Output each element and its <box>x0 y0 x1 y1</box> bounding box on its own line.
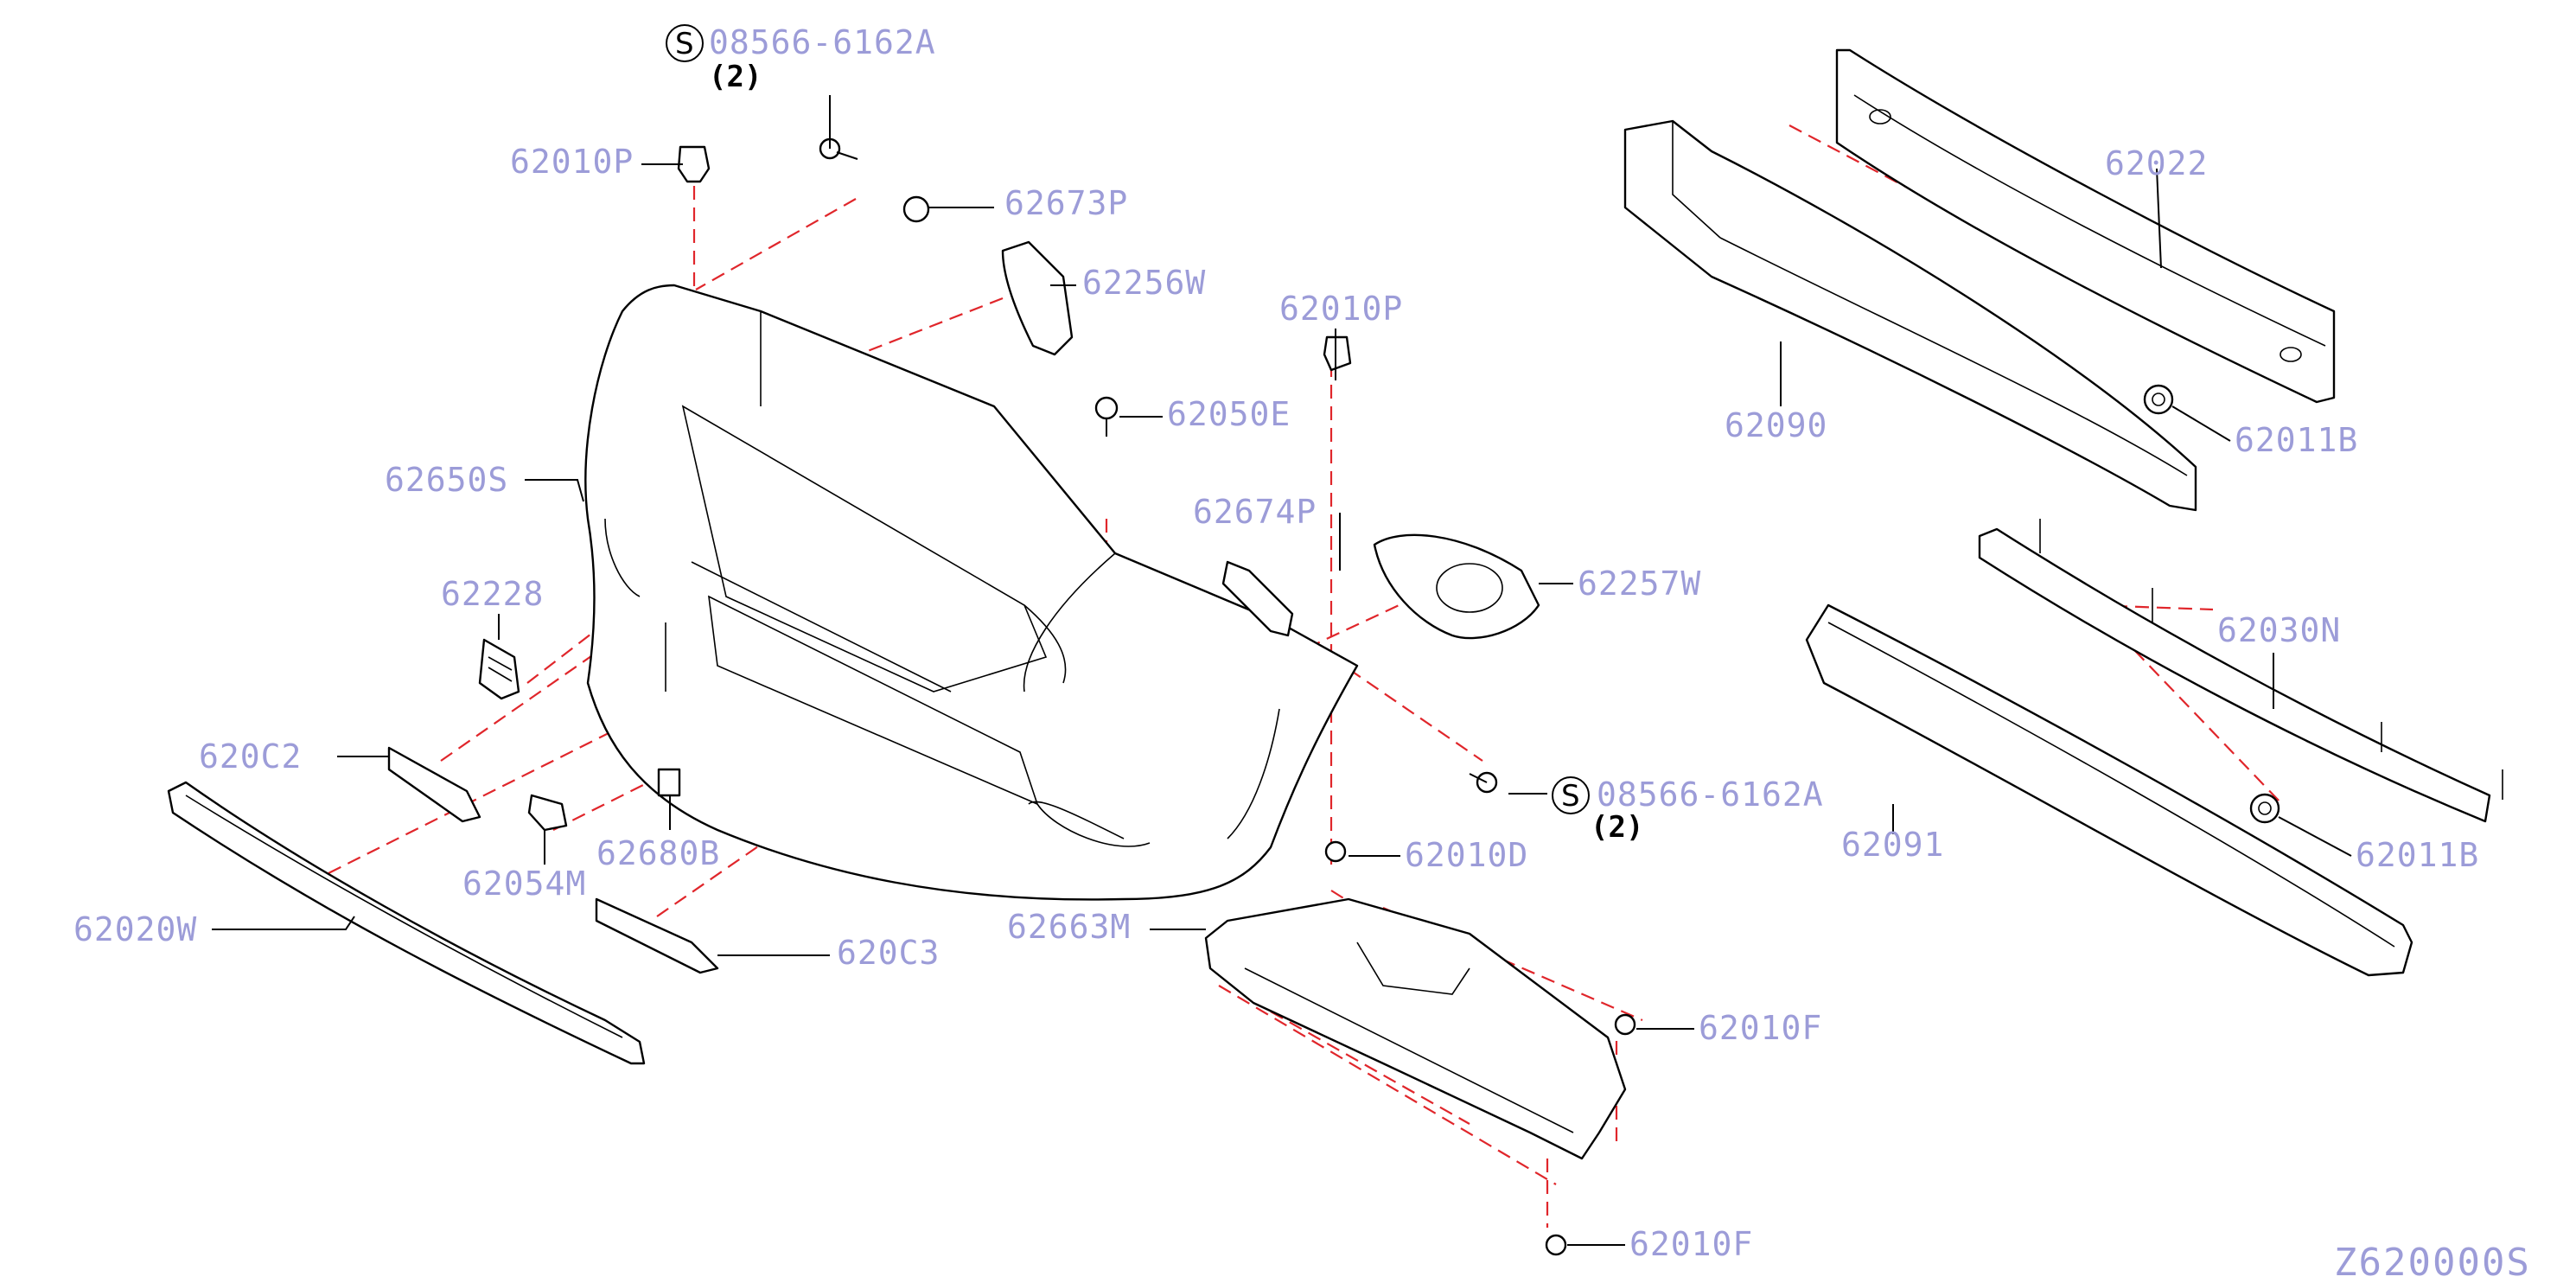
screw-08566-mid <box>1469 771 1498 794</box>
clip-62673P <box>902 195 930 223</box>
label-620C2: 620C2 <box>199 737 302 776</box>
front-bumper-fascia <box>584 284 1359 901</box>
bracket-620C2 <box>387 746 481 823</box>
screw-62010F-b <box>1545 1234 1567 1256</box>
screw-62010D <box>1324 840 1347 863</box>
under-cover <box>1204 897 1627 1160</box>
qty-08566-top: (2) <box>709 60 762 94</box>
label-62010F-b: 62010F <box>1629 1225 1753 1263</box>
label-62256W: 62256W <box>1082 264 1206 302</box>
label-620C3: 620C3 <box>837 934 940 972</box>
bracket-620C3 <box>595 897 719 974</box>
nut-62011B-a <box>2143 384 2174 415</box>
label-62010F-a: 62010F <box>1699 1009 1822 1047</box>
label-62054M: 62054M <box>462 865 586 903</box>
label-08566-mid: 08566-6162A <box>1597 776 1824 814</box>
bumper-molding-strip <box>167 781 646 1065</box>
s-symbol-icon <box>666 24 704 62</box>
label-62010D: 62010D <box>1405 836 1528 874</box>
bumper-reinforcement <box>1835 48 2336 404</box>
energy-absorber <box>1623 119 2197 512</box>
clip-62010P-top <box>677 145 711 183</box>
s-symbol-top: S <box>675 27 694 61</box>
label-62650S: 62650S <box>385 461 508 499</box>
label-62091: 62091 <box>1841 826 1944 864</box>
label-62257W: 62257W <box>1578 565 1701 603</box>
s-symbol-icon <box>1552 776 1590 814</box>
clip-62050E <box>1094 396 1119 437</box>
label-62022: 62022 <box>2105 144 2208 182</box>
label-62030N: 62030N <box>2217 611 2341 649</box>
label-62011B-a: 62011B <box>2235 421 2358 459</box>
label-62020W: 62020W <box>73 910 197 948</box>
label-62228: 62228 <box>441 575 544 613</box>
screw-08566-top <box>819 137 858 160</box>
label-62011B-b: 62011B <box>2356 836 2479 874</box>
label-62090: 62090 <box>1725 406 1827 444</box>
qty-08566-mid: (2) <box>1591 810 1643 845</box>
label-62010P-top: 62010P <box>510 143 634 181</box>
label-08566-top: 08566-6162A <box>709 23 936 61</box>
label-62674P: 62674P <box>1193 493 1317 531</box>
fog-bezel-62257W <box>1373 533 1540 640</box>
s-symbol-mid: S <box>1561 779 1580 814</box>
label-62673P: 62673P <box>1004 184 1128 222</box>
lower-molding <box>1805 603 2413 977</box>
bracket-62680B <box>657 768 681 797</box>
label-62010P-mid: 62010P <box>1279 290 1403 328</box>
label-62663M: 62663M <box>1007 908 1131 946</box>
lower-reinforcement <box>1978 519 2503 823</box>
bracket-62674P <box>1221 560 1294 637</box>
clip-62010P-mid <box>1323 335 1352 372</box>
label-62050E: 62050E <box>1167 395 1291 433</box>
diagram-code: Z620000S <box>2334 1241 2531 1283</box>
callout-labels: S 08566-6162A (2) 62010P 62673P 62256W 6… <box>73 23 2531 1283</box>
bracket-62054M <box>527 794 568 832</box>
screw-62010F-a <box>1614 1013 1636 1036</box>
bracket-62228 <box>478 638 520 700</box>
fog-bezel-62256W <box>1001 240 1074 356</box>
label-62680B: 62680B <box>596 834 720 872</box>
nut-62011B-b <box>2249 793 2280 824</box>
leader-lines <box>212 95 2352 1246</box>
